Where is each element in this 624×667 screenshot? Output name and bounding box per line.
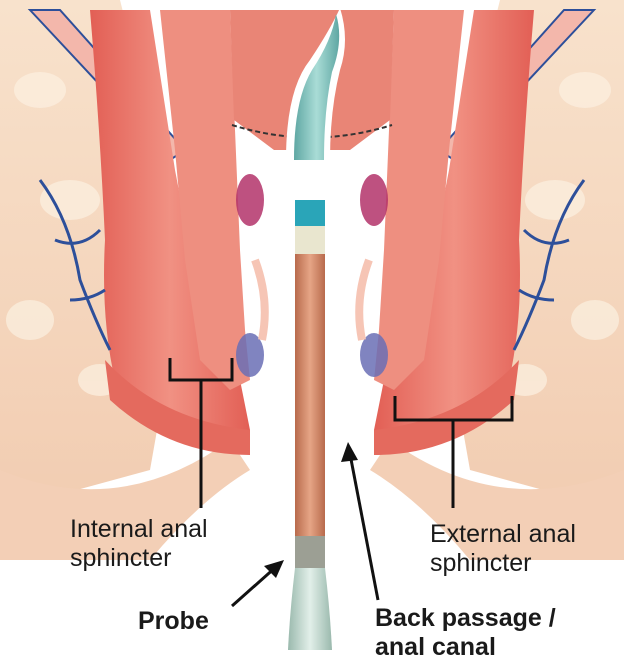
- probe-grip: [295, 536, 325, 568]
- back-passage-label-line2: anal canal: [375, 633, 556, 662]
- hemorrhoid-plexus-lower-right: [360, 333, 388, 377]
- external-sphincter-label-line2: sphincter: [430, 549, 576, 578]
- back-passage-label-line1: Back passage /: [375, 604, 556, 633]
- internal-sphincter-label-line1: Internal anal: [70, 515, 208, 544]
- probe-label: Probe: [138, 607, 209, 636]
- probe-band: [295, 200, 325, 226]
- probe-collar: [295, 226, 325, 254]
- external-sphincter-label-line1: External anal: [430, 520, 576, 549]
- external-sphincter-label: External anal sphincter: [430, 520, 576, 578]
- back-passage-label: Back passage / anal canal: [375, 604, 556, 662]
- internal-sphincter-label-line2: sphincter: [70, 544, 208, 573]
- hemorrhoid-plexus-upper-left: [236, 174, 264, 226]
- internal-sphincter-label: Internal anal sphincter: [70, 515, 208, 573]
- hemorrhoid-plexus-upper-right: [360, 174, 388, 226]
- probe-body: [295, 254, 325, 536]
- hemorrhoid-plexus-lower-left: [236, 333, 264, 377]
- probe-handle: [288, 568, 332, 650]
